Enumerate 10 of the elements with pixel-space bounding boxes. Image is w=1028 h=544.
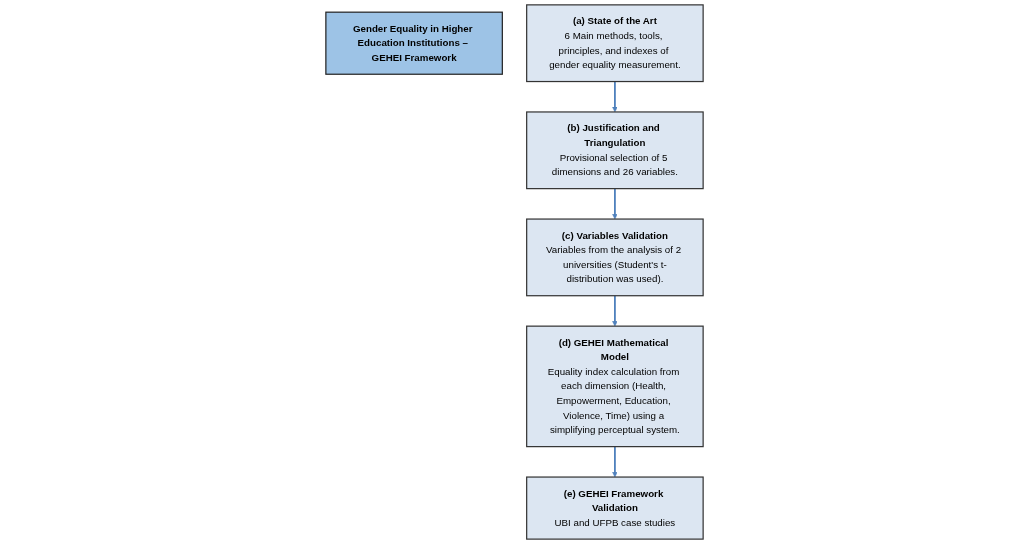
- node-box: (b) Justification and Triangulation Provisional selection of 5 dimensions and 26 variables.: [525, 111, 704, 190]
- arrow: [611, 80, 618, 113]
- arrow: [611, 445, 618, 478]
- arrow: [611, 294, 618, 327]
- node-box: Gender Equality in Higher Education Institutions – GEHEI Framework: [324, 11, 503, 75]
- arrow: [611, 187, 618, 220]
- node-box: (e) GEHEI Framework Validation UBI and UFPB case studies: [525, 476, 704, 540]
- node-box: (d) GEHEI Mathematical Model Equality index calculation from each dimension (Health, Empowerment, Education, Violence, Time) using a simplifying perceptual system.: [525, 325, 704, 448]
- node-box: (c) Variables Validation Variables from the analysis of 2 universities (Student's t-distribution was used).: [525, 218, 704, 297]
- node-box: (a) State of the Art 6 Main methods, tools, principles, and indexes of gender equality measurement.: [525, 4, 704, 83]
